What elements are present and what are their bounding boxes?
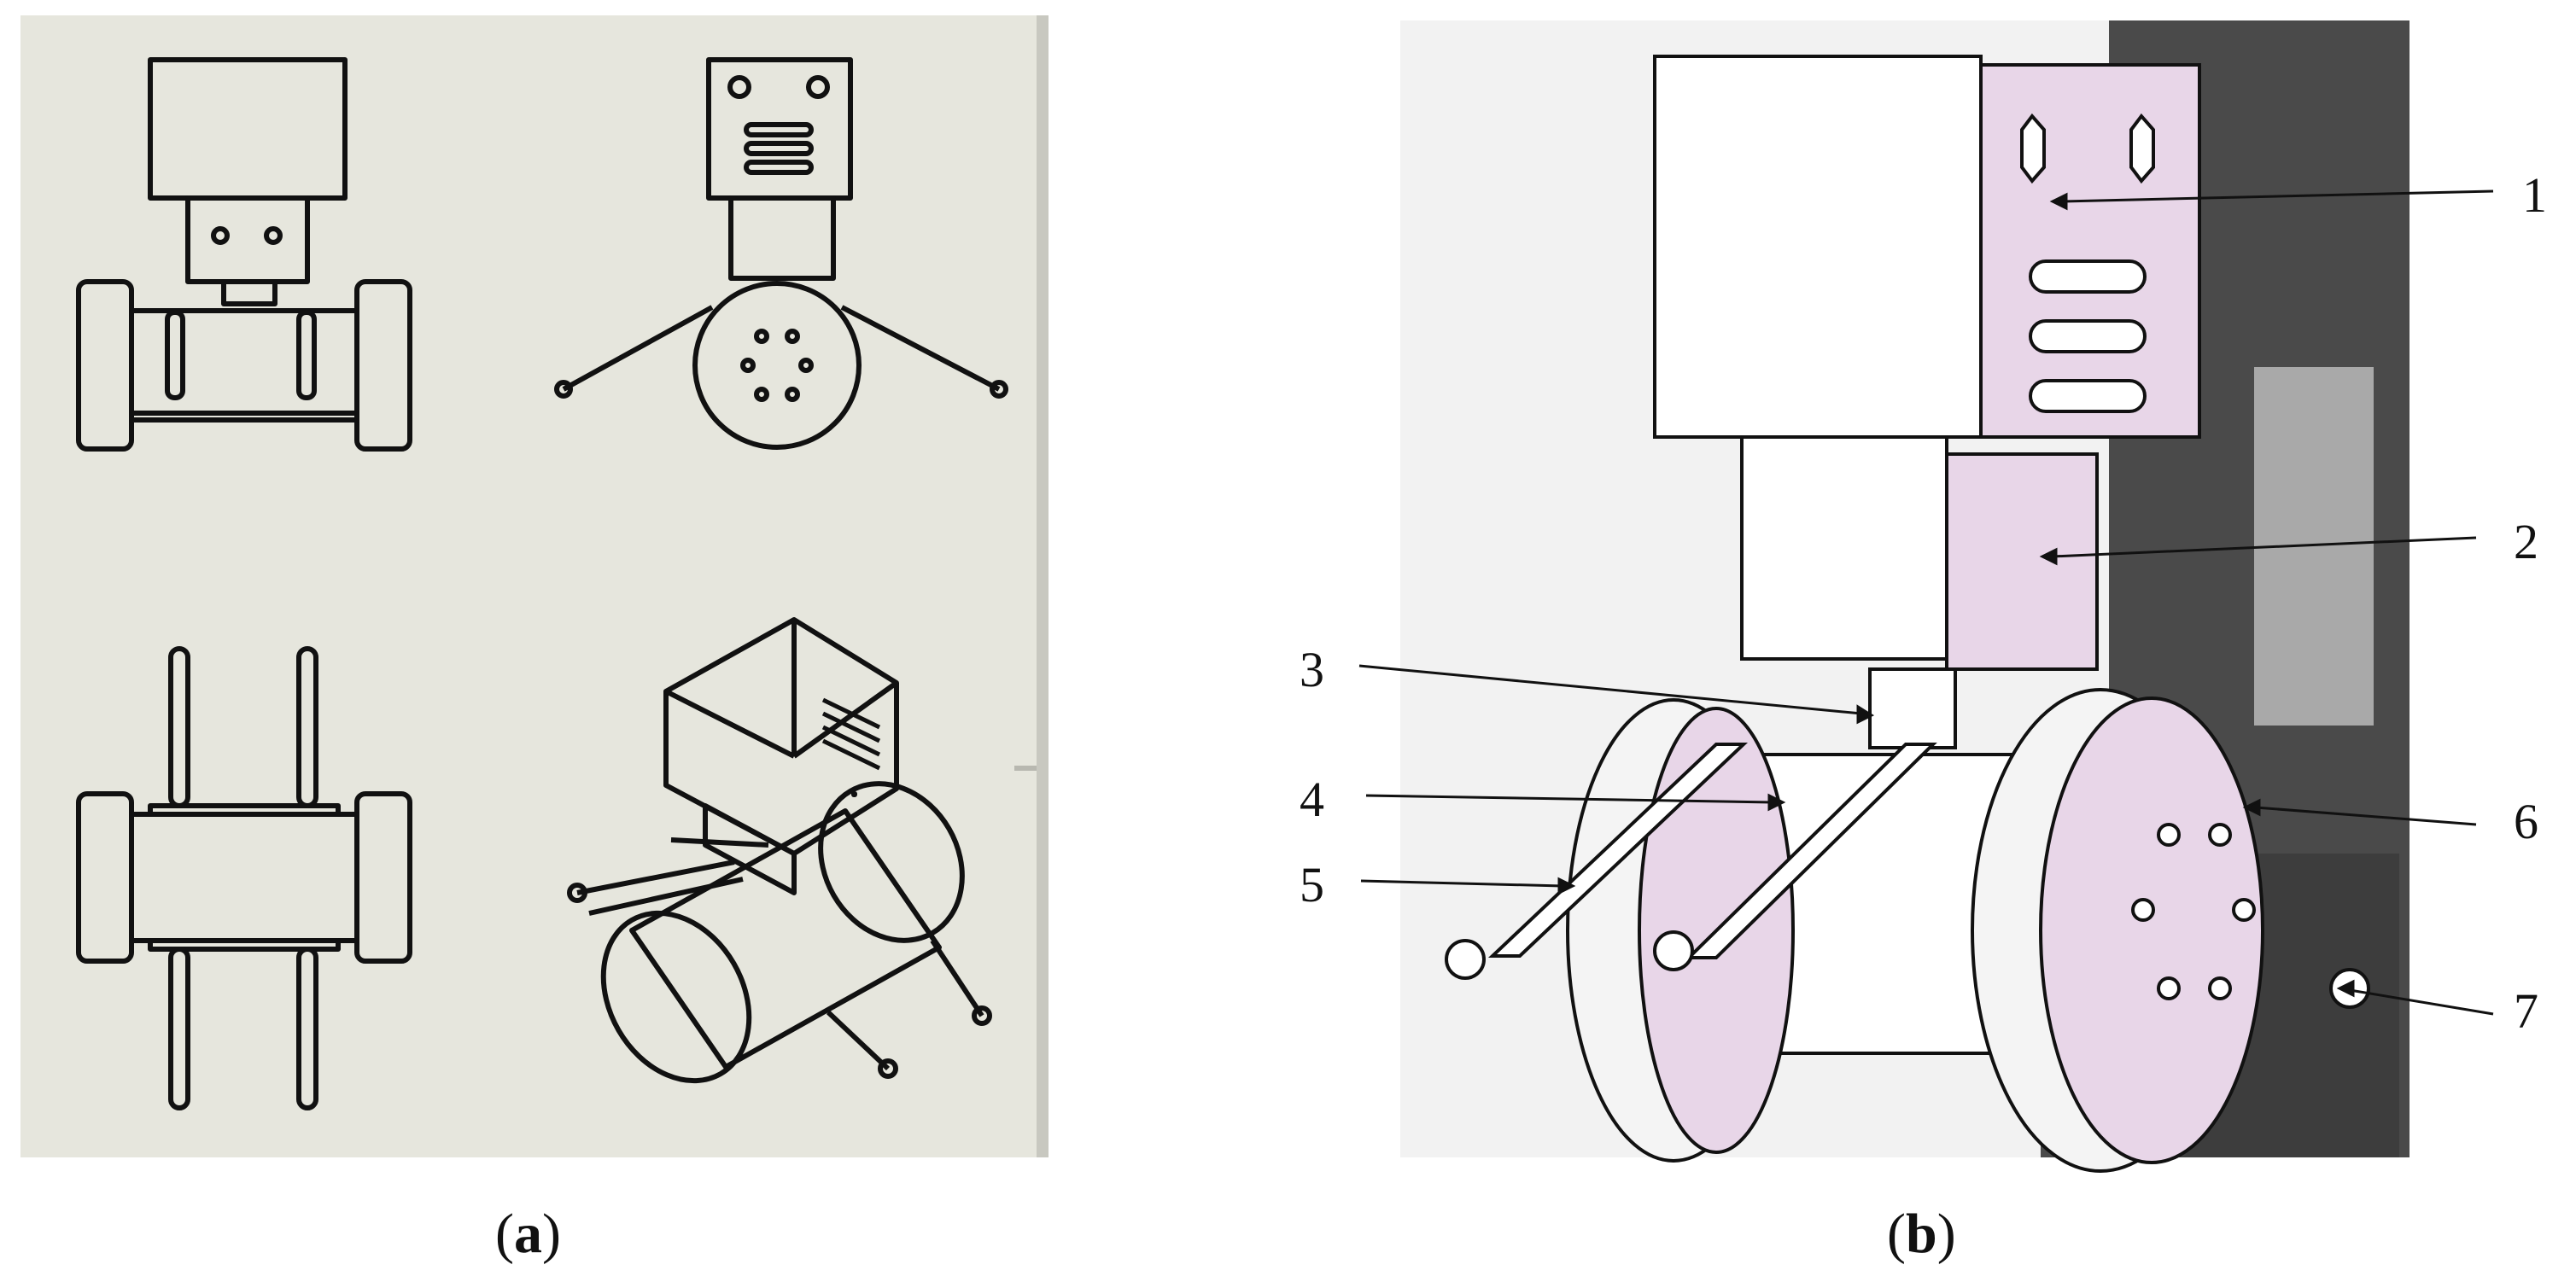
caption-a: (a) — [495, 1202, 561, 1267]
callout-6: 6 — [2514, 794, 2538, 849]
view-top — [76, 646, 412, 1110]
caption-b-close: ) — [1936, 1203, 1956, 1265]
callout-2: 2 — [2514, 514, 2538, 569]
neck-box — [1740, 435, 2099, 671]
callout-1: 1 — [2522, 167, 2547, 223]
view-isometric — [567, 617, 992, 1084]
callout-5: 5 — [1300, 857, 1324, 912]
caption-a-close: ) — [541, 1203, 561, 1265]
view-side — [554, 57, 1008, 450]
leader-lines — [1358, 189, 2494, 1016]
caption-b: (b) — [1887, 1202, 1956, 1267]
panel-a-divider-tick — [1014, 766, 1037, 771]
panel-a-border — [1037, 15, 1049, 1157]
panel-a-drawing-views — [20, 15, 1049, 1157]
head-box — [1653, 55, 2201, 439]
caption-b-letter: b — [1905, 1203, 1937, 1265]
caption-a-letter: a — [513, 1203, 542, 1265]
caption-a-open: ( — [495, 1203, 514, 1265]
caption-b-open: ( — [1887, 1203, 1906, 1265]
panel-b-render — [1400, 20, 2410, 1173]
callout-4: 4 — [1300, 772, 1324, 827]
view-front — [76, 57, 412, 452]
callout-3: 3 — [1300, 642, 1324, 697]
shaft — [1868, 667, 1957, 749]
callout-7: 7 — [2514, 983, 2538, 1039]
